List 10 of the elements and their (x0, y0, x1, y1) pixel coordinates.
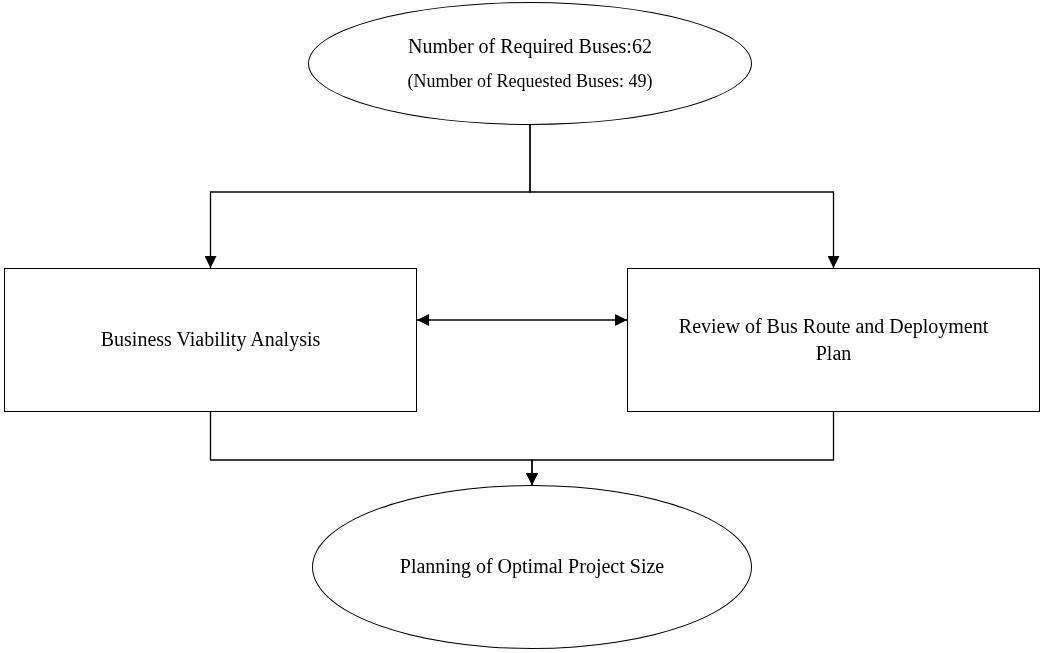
node-label: (Number of Requested Buses: 49) (407, 69, 653, 93)
arrow (416, 314, 628, 326)
node-label: Number of Required Buses:62 (408, 34, 652, 60)
node-label: Planning of Optimal Project Size (399, 554, 665, 580)
node-label: Business Viability Analysis (100, 327, 321, 353)
arrow (529, 124, 840, 269)
arrow (526, 411, 835, 486)
node-label: Review of Bus Route and Deployment Plan (677, 313, 990, 366)
process-box (4, 268, 417, 412)
process-box (627, 268, 1040, 412)
